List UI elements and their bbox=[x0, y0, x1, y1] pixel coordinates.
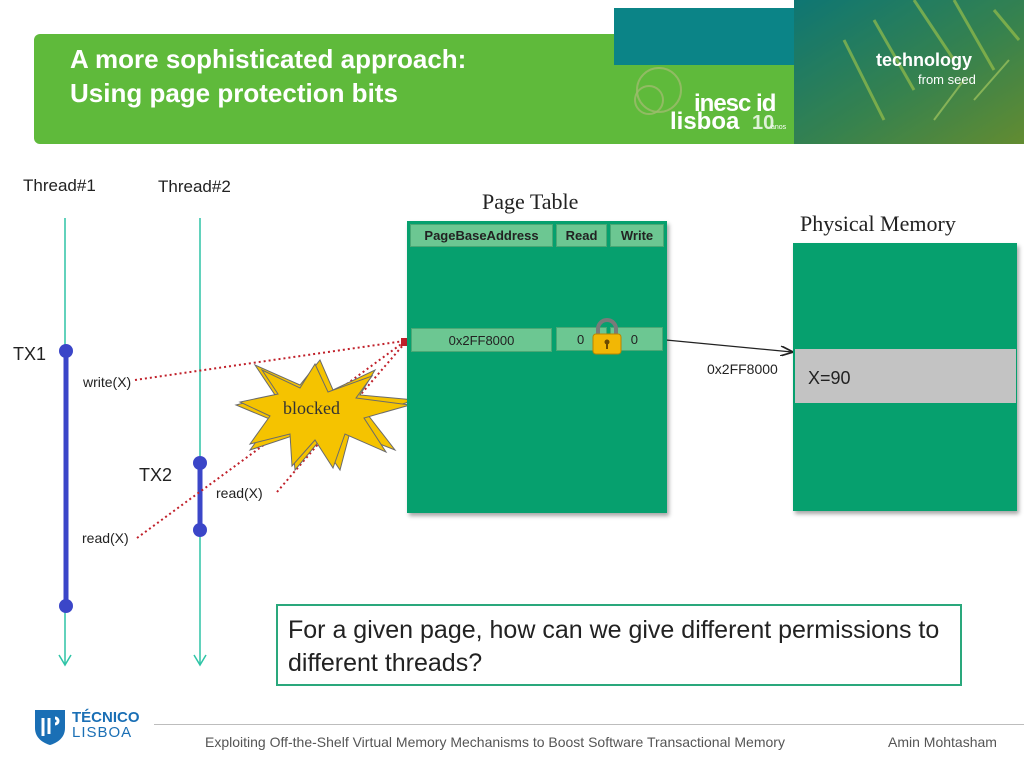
tx1-start-dot bbox=[59, 344, 73, 358]
physical-address-label: 0x2FF8000 bbox=[707, 361, 778, 377]
title-line-2: Using page protection bits bbox=[70, 78, 398, 108]
tx2-label: TX2 bbox=[139, 465, 173, 485]
blocked-starburst-front bbox=[238, 362, 411, 470]
anniversary-number: 10 bbox=[752, 112, 775, 134]
tx1-label: TX1 bbox=[13, 344, 47, 364]
thread1-arrowhead bbox=[58, 654, 72, 667]
tagline-main: technology bbox=[876, 50, 973, 70]
page-table-title: Page Table bbox=[482, 189, 579, 214]
thread1-label: Thread#1 bbox=[23, 176, 96, 195]
padlock-icon bbox=[592, 318, 622, 355]
blocked-label: blocked bbox=[283, 398, 340, 418]
lisboa-logo-text: lisboa bbox=[670, 108, 740, 135]
write-x-access-line bbox=[134, 340, 405, 381]
tx2-read-label: read(X) bbox=[216, 485, 263, 501]
page-entry-anchor bbox=[401, 338, 408, 346]
memory-cell-value: X=90 bbox=[808, 368, 851, 388]
tecnico-shield-icon bbox=[35, 710, 65, 745]
inesc-logo-text: inesc id bbox=[694, 90, 776, 117]
col-header-write: Write bbox=[610, 224, 664, 247]
t1-read-label: read(X) bbox=[82, 530, 129, 546]
footer-divider bbox=[154, 724, 1024, 725]
tecnico-logo-line1: TÉCNICO bbox=[72, 709, 140, 726]
tx1-end-dot bbox=[59, 599, 73, 613]
thread2-label: Thread#2 bbox=[158, 177, 231, 196]
tagline-sub: from seed bbox=[918, 72, 976, 87]
page-address-cell: 0x2FF8000 bbox=[411, 328, 552, 352]
brand-panel bbox=[614, 0, 1024, 144]
question-text: For a given page, how can we give differ… bbox=[288, 616, 940, 677]
tx2-start-dot bbox=[193, 456, 207, 470]
col-header-read: Read bbox=[556, 224, 607, 247]
slide-title: A more sophisticated approach: Using pag… bbox=[70, 42, 466, 110]
physical-memory-title: Physical Memory bbox=[800, 211, 956, 236]
title-line-1: A more sophisticated approach: bbox=[70, 44, 467, 74]
tx2-end-dot bbox=[193, 523, 207, 537]
memory-cell bbox=[795, 349, 1016, 403]
footer-talk-title: Exploiting Off-the-Shelf Virtual Memory … bbox=[205, 734, 785, 750]
footer-author: Amin Mohtasham bbox=[888, 734, 997, 750]
col-header-pagebaseaddress: PageBaseAddress bbox=[410, 224, 553, 247]
question-box bbox=[276, 604, 962, 686]
thread2-arrowhead bbox=[193, 654, 207, 667]
page-mapping-arrow bbox=[665, 339, 792, 352]
anniversary-anos: anos bbox=[771, 124, 787, 131]
tx1-write-label: write(X) bbox=[83, 374, 132, 390]
page-table bbox=[407, 221, 667, 513]
tecnico-logo-line2: LISBOA bbox=[72, 724, 133, 741]
